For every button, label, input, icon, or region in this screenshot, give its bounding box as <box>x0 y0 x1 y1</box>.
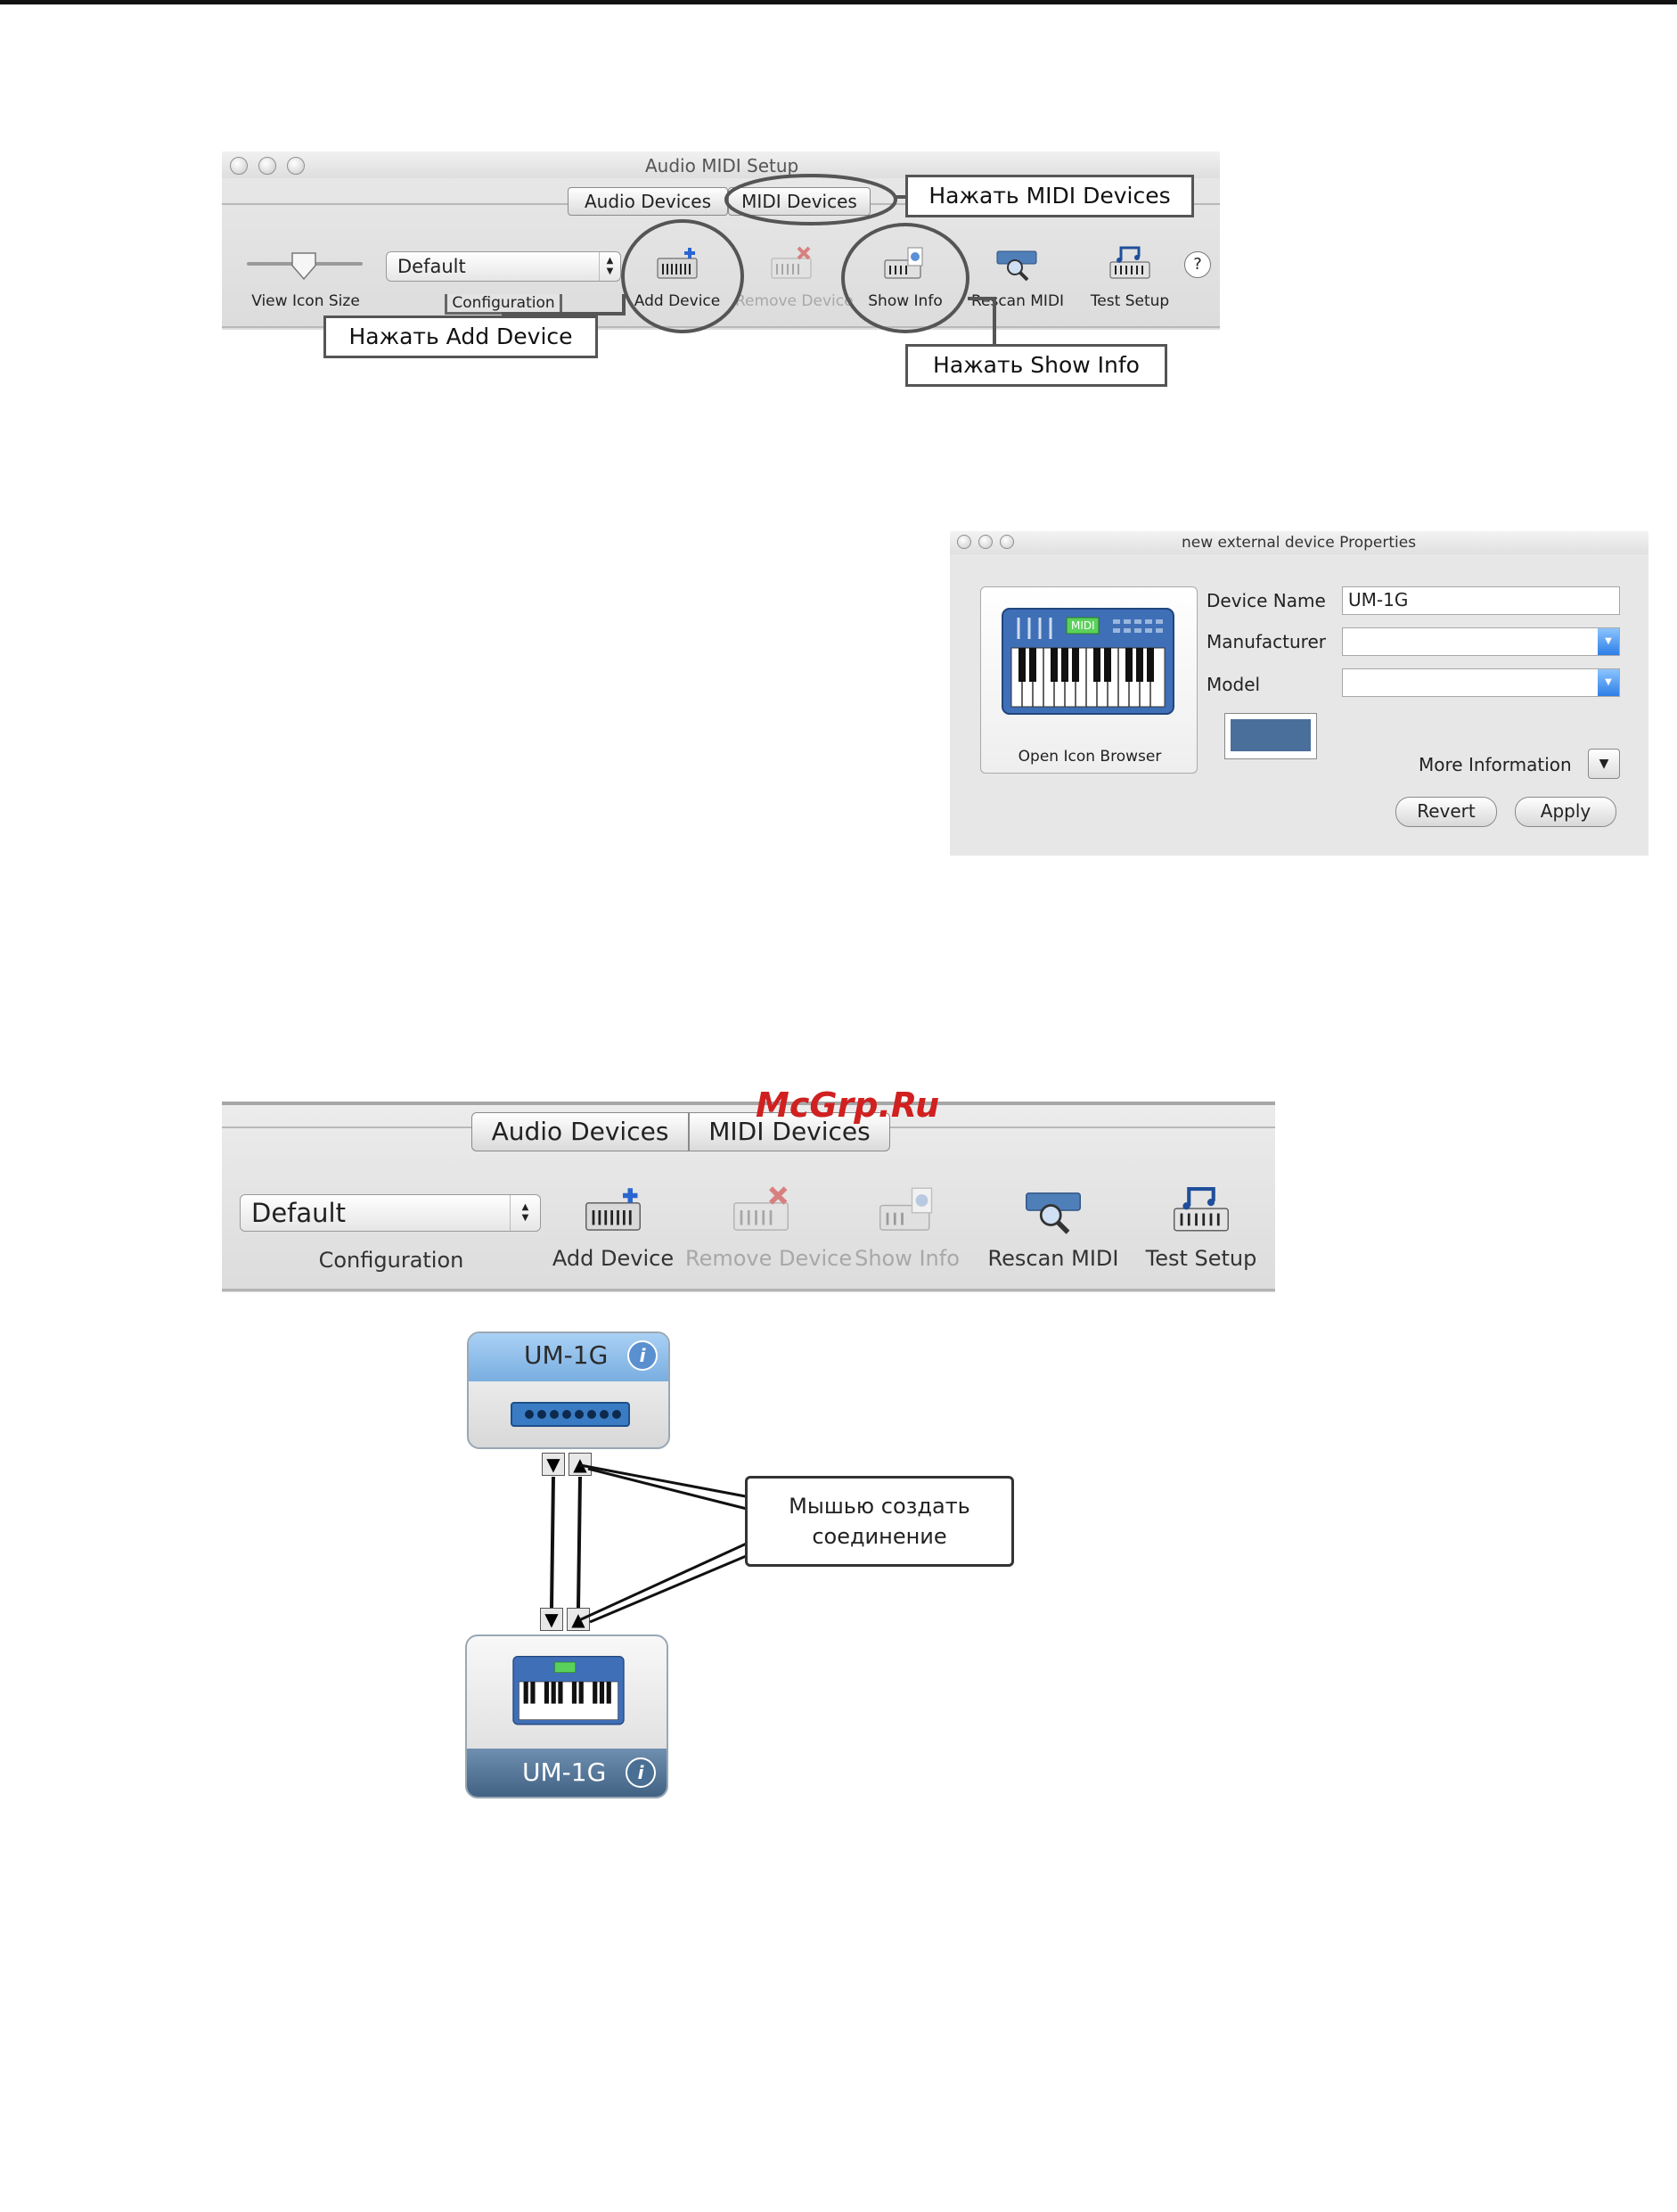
tab-audio-devices[interactable]: Audio Devices <box>568 187 728 216</box>
remove-device-icon[interactable] <box>770 246 813 282</box>
model-label: Model <box>1207 674 1261 695</box>
zoom-window-button[interactable] <box>287 157 305 175</box>
test-setup-icon[interactable] <box>1172 1184 1231 1233</box>
annotation-overlay-1 <box>502 174 996 346</box>
keyboard-out-port[interactable]: ▼ <box>540 1608 563 1631</box>
keyboard-icon <box>512 1655 625 1725</box>
icon-size-slider-thumb[interactable] <box>290 251 318 282</box>
zoom-window-button[interactable] <box>1000 535 1014 549</box>
rescan-midi-icon[interactable] <box>1024 1185 1083 1235</box>
interface-device-name: UM-1G <box>524 1340 609 1370</box>
window-title: Audio MIDI Setup <box>645 155 799 176</box>
info-icon[interactable]: i <box>627 1340 658 1371</box>
midi-setup-toolbar: Audio Devices MIDI Devices Default ▲▼ Co… <box>222 1102 1275 1292</box>
tab-midi-devices[interactable]: MIDI Devices <box>689 1112 890 1151</box>
remove-device-label: Remove Device <box>735 292 854 310</box>
close-window-button[interactable] <box>957 535 971 549</box>
revert-button[interactable]: Revert <box>1395 797 1497 827</box>
device-icon-well[interactable]: MIDI Open Icon Browser <box>980 586 1198 774</box>
add-device-label: Add Device <box>552 1246 675 1271</box>
popup-arrows-icon: ▲▼ <box>599 252 620 281</box>
keyboard-device-card[interactable]: UM-1G i <box>465 1634 668 1798</box>
test-setup-label: Test Setup <box>1090 292 1170 310</box>
callout-show-info: Нажать Show Info <box>905 344 1167 387</box>
watermark: McGrp.Ru <box>756 1086 940 1125</box>
rescan-midi-icon[interactable] <box>995 246 1038 282</box>
configuration-popup[interactable]: Default ▲▼ <box>386 251 621 282</box>
model-combo[interactable]: ▼ <box>1342 668 1620 697</box>
interface-device-card[interactable]: UM-1G i <box>467 1331 670 1449</box>
add-device-label: Add Device <box>634 292 721 310</box>
midi-display-label: MIDI <box>1071 619 1095 632</box>
remove-device-label: Remove Device <box>685 1246 853 1271</box>
device-properties-window: new external device Properties MIDI Open… <box>950 531 1648 856</box>
top-rule <box>0 0 1677 4</box>
chevron-down-icon[interactable]: ▼ <box>1598 669 1619 696</box>
keyboard-device-name: UM-1G <box>522 1757 607 1787</box>
add-device-icon[interactable] <box>584 1185 642 1235</box>
manufacturer-label: Manufacturer <box>1207 631 1326 652</box>
minimize-window-button[interactable] <box>258 157 276 175</box>
callout-midi-devices: Нажать MIDI Devices <box>905 175 1194 217</box>
close-window-button[interactable] <box>230 157 248 175</box>
popup-arrows-icon: ▲▼ <box>510 1195 540 1231</box>
tab-midi-devices[interactable]: MIDI Devices <box>728 187 871 216</box>
window-title: new external device Properties <box>1182 534 1417 552</box>
show-info-label: Show Info <box>855 1246 960 1271</box>
show-info-icon[interactable] <box>883 246 926 282</box>
configuration-value: Default <box>251 1198 346 1228</box>
more-information-label: More Information <box>1419 754 1572 775</box>
keyboard-icon <box>1002 608 1174 715</box>
configuration-popup[interactable]: Default ▲▼ <box>240 1194 541 1232</box>
interface-out-port[interactable]: ▼ <box>542 1453 565 1476</box>
open-icon-browser-label[interactable]: Open Icon Browser <box>1018 748 1162 766</box>
show-info-label: Show Info <box>868 292 943 310</box>
tab-audio-devices[interactable]: Audio Devices <box>471 1112 689 1151</box>
info-icon[interactable]: i <box>626 1757 656 1788</box>
disclosure-down-icon: ▼ <box>1599 757 1609 771</box>
device-name-field[interactable]: UM-1G <box>1342 586 1620 615</box>
manufacturer-combo[interactable]: ▼ <box>1342 627 1620 656</box>
remove-device-icon[interactable] <box>732 1185 790 1235</box>
configuration-value: Default <box>397 256 466 277</box>
test-setup-icon[interactable] <box>1108 244 1151 280</box>
color-swatch <box>1231 719 1311 751</box>
title-bar <box>950 531 1648 554</box>
interface-in-port[interactable]: ▲ <box>569 1453 592 1476</box>
show-info-icon[interactable] <box>878 1185 937 1235</box>
title-bar <box>222 152 1220 178</box>
add-device-icon[interactable] <box>656 246 699 282</box>
color-swatch-well[interactable] <box>1224 713 1317 759</box>
more-information-toggle[interactable]: ▼ <box>1588 749 1620 779</box>
connection-lines <box>550 1463 751 1624</box>
callout-create-connection: Мышью создать соединение <box>745 1476 1014 1567</box>
help-button[interactable]: ? <box>1184 251 1211 278</box>
rescan-midi-label: Rescan MIDI <box>987 1246 1119 1271</box>
midi-interface-icon <box>511 1402 630 1427</box>
keyboard-in-port[interactable]: ▲ <box>567 1608 590 1631</box>
device-name-label: Device Name <box>1207 590 1326 611</box>
test-setup-label: Test Setup <box>1145 1246 1257 1271</box>
minimize-window-button[interactable] <box>978 535 993 549</box>
apply-button[interactable]: Apply <box>1515 797 1616 827</box>
callout-add-device: Нажать Add Device <box>323 315 598 358</box>
configuration-label: Configuration <box>318 1248 464 1273</box>
view-icon-size-label: View Icon Size <box>251 292 360 310</box>
chevron-down-icon[interactable]: ▼ <box>1598 628 1619 655</box>
